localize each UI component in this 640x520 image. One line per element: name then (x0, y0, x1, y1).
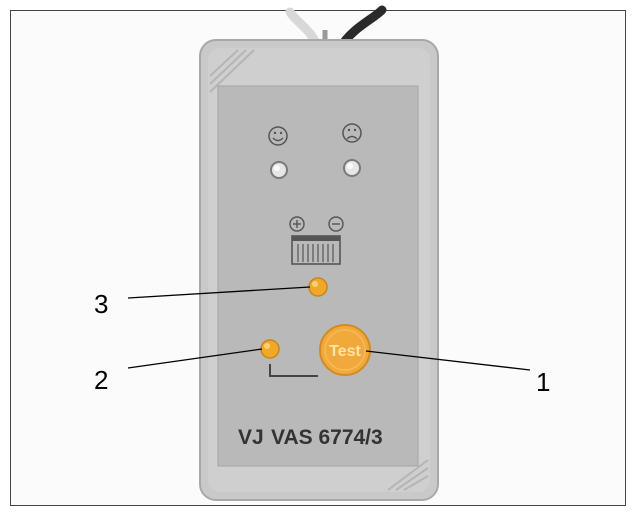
led-3 (308, 277, 328, 297)
led-good (270, 161, 288, 179)
callout-number-3: 3 (94, 289, 108, 319)
callout-number-1: 1 (536, 367, 550, 397)
callout-number-2: 2 (94, 365, 108, 395)
test-button-label: Test (329, 343, 361, 360)
model-label: VAS 6774/3 (271, 426, 383, 449)
led-2 (260, 339, 280, 359)
led-2-marking (269, 364, 318, 377)
callout-line-1 (365, 350, 531, 371)
led-bad (343, 159, 361, 177)
happy-face-icon (268, 126, 288, 146)
brand-logo: VJ (238, 426, 264, 449)
front-panel (217, 85, 419, 467)
callout-line-3 (127, 286, 311, 299)
test-button[interactable]: Test (319, 324, 371, 376)
sad-face-icon (342, 123, 362, 143)
callout-line-2 (127, 348, 263, 369)
battery-icon (289, 216, 344, 265)
